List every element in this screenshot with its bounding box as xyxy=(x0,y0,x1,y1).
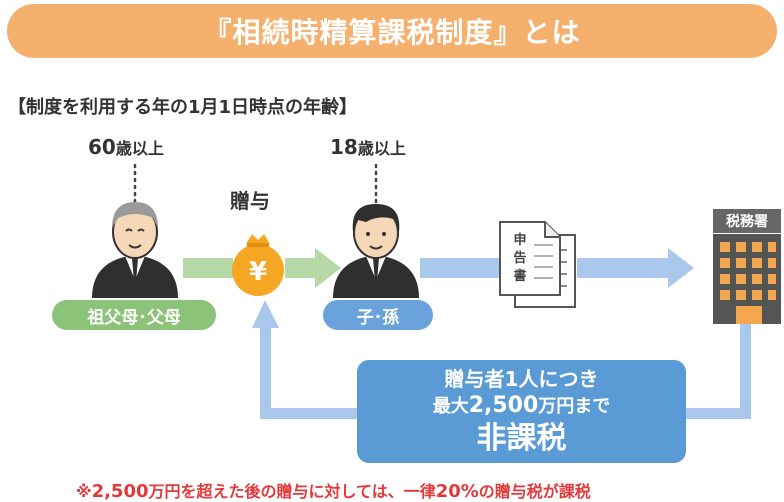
exemption-suffix: 万円まで xyxy=(538,396,611,417)
receiver-role-badge: 子･孫 xyxy=(323,300,433,330)
document-char-1: 申 xyxy=(513,232,526,248)
footnote-mid: 万円を超えた後の贈与に対しては、一律 xyxy=(148,482,436,501)
document-char-3: 書 xyxy=(513,268,526,284)
footnote-rate: 20% xyxy=(435,481,479,502)
yen-symbol: ¥ xyxy=(249,257,267,287)
footnote-suffix: の贈与税が課税 xyxy=(478,482,591,501)
receiver-age-number: 18 xyxy=(330,135,358,159)
giver-role-text: 祖父母･父母 xyxy=(87,307,181,328)
gift-label: 贈与 xyxy=(230,189,270,213)
exemption-line-1: 贈与者1人につき xyxy=(444,367,599,391)
footnote: ※2,500万円を超えた後の贈与に対しては、一律20%の贈与税が課税 xyxy=(76,478,591,502)
young-man-icon xyxy=(333,204,419,298)
footnote-amount: 2,500 xyxy=(91,481,149,502)
page-title: 『相続時精算課税制度』とは xyxy=(203,16,581,49)
footnote-prefix: ※ xyxy=(76,482,92,501)
blue-arrow-to-tax-office xyxy=(420,248,694,288)
giver-age-label: 60歳以上 xyxy=(88,135,164,159)
office-building-icon xyxy=(713,234,781,324)
giver-age-suffix: 歳以上 xyxy=(115,139,164,158)
giver-role-badge: 祖父母･父母 xyxy=(52,300,216,330)
exemption-line-3: 非課税 xyxy=(476,421,567,456)
exemption-line-2: 最大2,500万円まで xyxy=(433,392,611,421)
return-loop-arrow xyxy=(252,300,751,419)
giver-age-number: 60 xyxy=(88,135,116,159)
age-condition-heading: 【制度を利用する年の1月1日時点の年齢】 xyxy=(8,97,358,118)
elderly-man-icon xyxy=(92,202,178,298)
green-arrow-right xyxy=(285,248,341,288)
exemption-amount: 2,500 xyxy=(468,393,539,418)
money-bag-icon: ¥ xyxy=(232,234,284,296)
receiver-age-suffix: 歳以上 xyxy=(357,139,406,158)
green-arrow-shaft-left xyxy=(183,258,233,278)
receiver-role-text: 子･孫 xyxy=(356,307,400,328)
tax-return-document-icon: 申 告 書 xyxy=(499,221,576,308)
receiver-age-label: 18歳以上 xyxy=(330,135,406,159)
exemption-prefix: 最大 xyxy=(432,396,469,417)
title-bar: 『相続時精算課税制度』とは xyxy=(7,4,777,58)
tax-exemption-box: 贈与者1人につき 最大2,500万円まで 非課税 xyxy=(357,360,686,463)
tax-office-label: 税務署 xyxy=(713,209,781,233)
document-char-2: 告 xyxy=(513,250,526,266)
